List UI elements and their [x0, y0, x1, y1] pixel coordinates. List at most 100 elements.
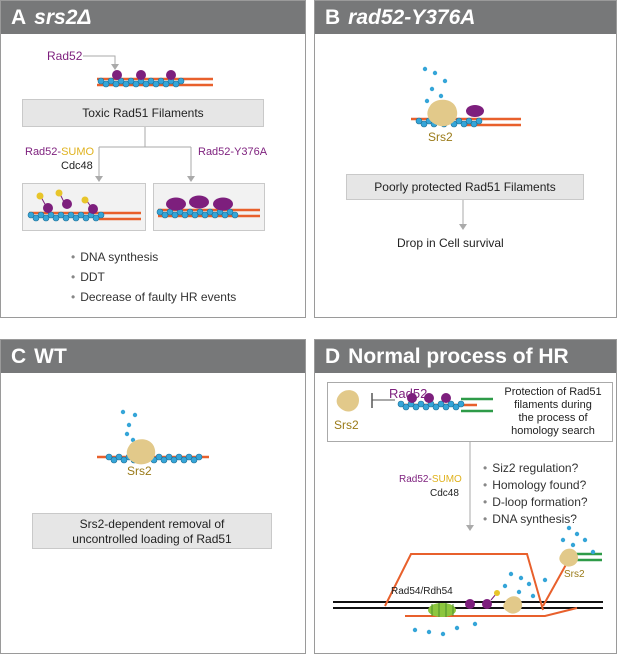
- rad51-bead: [165, 453, 173, 461]
- free-rad51-dot: [454, 625, 460, 631]
- rad51-bead: [122, 80, 130, 88]
- free-rad51-dot: [429, 86, 435, 92]
- free-rad51-dot: [560, 537, 566, 543]
- rad51-bead: [110, 456, 118, 464]
- free-rad51-dot: [582, 537, 588, 543]
- rad51-bead: [157, 77, 165, 85]
- rad51-bead: [152, 80, 160, 88]
- rad51-bead: [180, 456, 188, 464]
- free-rad51-dot: [422, 66, 428, 72]
- panel-b-poorly-protected-box: Poorly protected Rad51 Filaments: [346, 174, 584, 200]
- rad51-bead: [185, 453, 193, 461]
- rad51-bead: [460, 120, 468, 128]
- rad51-bead: [432, 403, 440, 411]
- rad51-bead: [171, 211, 179, 219]
- panel-a-y376a-rad52-ovals: [166, 195, 233, 211]
- panel-a-letter: A: [11, 6, 27, 29]
- panel-a-branch-arrows: [95, 127, 195, 182]
- panel-c-title: WT: [34, 345, 67, 368]
- rad51-bead: [27, 211, 35, 219]
- free-rad51-dot: [124, 431, 130, 437]
- rad51-bead: [170, 456, 178, 464]
- panel-d-bullet-2: Homology found?: [483, 478, 586, 492]
- panel-a-rad52-label: Rad52: [47, 49, 83, 63]
- panel-a-rad52-sumo-label: Rad52-SUMO: [25, 146, 94, 158]
- rad51-bead: [181, 211, 189, 219]
- panel-a-toxic-text: Toxic Rad51 Filaments: [82, 106, 204, 120]
- rad51-bead: [132, 80, 140, 88]
- rad51-bead: [115, 453, 123, 461]
- rad51-bead: [72, 214, 80, 222]
- free-rad51-dot: [574, 531, 580, 537]
- free-rad51-dot: [570, 542, 576, 548]
- panel-a-bullet-1: DNA synthesis: [71, 250, 158, 264]
- rad52-protein: [166, 70, 176, 80]
- panel-a-cdc48-label: Cdc48: [61, 160, 93, 172]
- panel-c-removal-box: Srs2-dependent removal of uncontrolled l…: [32, 513, 272, 549]
- panel-d-prot-line4: homology search: [511, 425, 595, 437]
- rad51-bead: [201, 211, 209, 219]
- panel-d-bullet-1: Siz2 regulation?: [483, 461, 578, 475]
- rad51-bead: [57, 211, 65, 219]
- rad51-bead: [437, 400, 445, 408]
- free-rad51-dot: [502, 583, 508, 589]
- rad51-bead: [195, 453, 203, 461]
- rad51-bead: [422, 403, 430, 411]
- rad51-bead: [105, 453, 113, 461]
- panel-b-box-text: Poorly protected Rad51 Filaments: [374, 180, 556, 194]
- free-rad51-dot: [442, 78, 448, 84]
- rad51-bead: [160, 456, 168, 464]
- rad51-bead: [447, 400, 455, 408]
- panel-d-sumo: SUMO: [431, 474, 462, 485]
- panel-a-sumo: SUMO: [61, 146, 95, 158]
- rad51-bead: [190, 456, 198, 464]
- rad51-bead: [412, 403, 420, 411]
- panel-c-srs2-label: Srs2: [127, 464, 152, 478]
- rad51-bead: [156, 208, 164, 216]
- panel-a-rad52-y376a-label: Rad52-Y376A: [198, 146, 268, 158]
- rad51-bead: [162, 80, 170, 88]
- panel-a-rad52-prefix: Rad52-: [25, 146, 62, 158]
- rad51-bead: [186, 208, 194, 216]
- panel-d-prot-line2: filaments during: [514, 399, 592, 411]
- rad51-bead: [175, 453, 183, 461]
- panel-d-srs2-right-label: Srs2: [564, 569, 585, 580]
- panel-c-box-line2: uncontrolled loading of Rad51: [72, 532, 232, 546]
- free-rad51-dot: [508, 571, 514, 577]
- rad51-bead: [226, 208, 234, 216]
- panel-d-bullet-3: D-loop formation?: [483, 495, 587, 509]
- panel-c-filament: [97, 409, 209, 465]
- panel-d-arrow: [466, 442, 474, 531]
- rad51-bead: [177, 77, 185, 85]
- panel-a-toxic-box: Toxic Rad51 Filaments: [22, 99, 264, 127]
- panel-c-letter: C: [11, 345, 27, 368]
- panel-b-drop-text: Drop in Cell survival: [397, 236, 504, 250]
- free-rad51-dot: [426, 629, 432, 635]
- panel-d-letter: D: [325, 345, 341, 368]
- free-rad51-dot: [542, 577, 548, 583]
- free-rad51-dot: [438, 93, 444, 99]
- rad52-protein: [112, 70, 122, 80]
- free-rad51-dot: [120, 409, 126, 415]
- panel-c-header: C WT: [1, 340, 305, 373]
- panel-a-bullet-3: Decrease of faulty HR events: [71, 290, 236, 304]
- rad51-bead: [147, 77, 155, 85]
- panel-d-rad52-sumo-label: Rad52-SUMO: [399, 474, 462, 485]
- rad51-bead: [107, 77, 115, 85]
- free-rad51-dot: [530, 593, 536, 599]
- panel-a-sumo-filament-box: [22, 183, 146, 231]
- free-rad51-dot: [130, 437, 136, 443]
- rad51-bead: [191, 211, 199, 219]
- free-rad51-dot: [132, 412, 138, 418]
- rad51-bead: [62, 214, 70, 222]
- panel-d-rad54-label: Rad54/Rdh54: [391, 586, 453, 597]
- panel-b-title: rad52-Y376A: [348, 6, 476, 29]
- panel-a-sub-filaments: [27, 189, 260, 222]
- rad51-bead: [417, 400, 425, 408]
- panel-d-rad52-label: Rad52: [389, 386, 428, 401]
